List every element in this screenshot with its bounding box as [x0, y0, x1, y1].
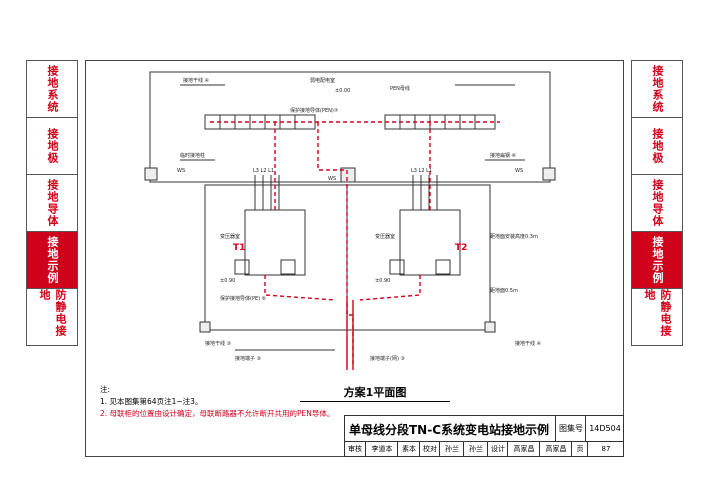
designer-signature: 高家昌: [539, 441, 572, 456]
title-block: 单母线分段TN-C系统变电站接地示例 图集号 14D504 审核 李道本 素本 …: [344, 415, 624, 457]
transformer-neutral-link: [264, 275, 421, 301]
review-label: 审核: [348, 444, 362, 453]
notes-head: 注:: [100, 385, 111, 394]
page-label: 页: [571, 441, 588, 456]
reviewer-name: 李道本: [365, 441, 398, 456]
page-number: 87: [587, 441, 624, 456]
reviewer-signature: 素本: [397, 441, 420, 456]
note-2: 2. 母联柜的位置由设计确定，母联断路器不允许断开共用的PEN导体。: [100, 409, 335, 418]
label-phases-left: L3 L2 L1: [253, 168, 274, 174]
label-ws-left: WS: [177, 168, 185, 174]
atlas-number-label: 图集号: [555, 416, 586, 441]
label-transformer-room-right: 变压器室: [375, 233, 395, 240]
transformer-t2: [399, 209, 461, 276]
tab-grounding-system-right[interactable]: 接地系统: [632, 61, 682, 118]
label-elevation-zero: ±0.00: [335, 88, 350, 94]
tab-antistatic-grounding[interactable]: 防静电接地: [38, 289, 67, 337]
proofreader-signature: 孙兰: [463, 441, 488, 456]
atlas-number: 14D504: [585, 416, 624, 441]
tab-antistatic-grounding-right[interactable]: 防静电接地: [643, 289, 672, 337]
substation-plan-drawing: 接地干线 ④ 弱电配电室 ±0.00 PEN母线 保护接地导体(PEN)⑦ L3…: [144, 71, 556, 370]
label-ground-terminal: 接地端子 ③: [235, 355, 261, 362]
label-t2: T2: [455, 243, 467, 253]
label-pen-bus: PEN母线: [390, 85, 410, 92]
label-ground-trunk-right: 接地干线 ④: [515, 340, 542, 347]
label-phases-right: L3 L2 L1: [411, 168, 432, 174]
pen-drops: [274, 122, 431, 210]
note-1: 1. 见本图集第64页注1~注3。: [100, 397, 203, 406]
label-pe-conductor: 保护接地导体(PE) ⑥: [220, 295, 267, 302]
tab-grounding-conductor[interactable]: 接地导体: [27, 175, 77, 232]
label-ws-right: WS: [515, 168, 523, 174]
label-pen-conductor: 保护接地导体(PEN)⑦: [290, 107, 339, 114]
label-elev-left: ±0.90: [220, 278, 235, 284]
label-ground-net-terminal: 接地端子(网) ③: [370, 355, 405, 362]
tab-grounding-example-right[interactable]: 接地示例: [632, 232, 682, 289]
right-chapter-tabs: 接地系统 接地极 接地导体 接地示例 防静电接地: [631, 60, 683, 346]
label-elev-right: ±0.90: [375, 278, 390, 284]
tab-grounding-example[interactable]: 接地示例: [27, 232, 77, 289]
proofreader-name: 孙兰: [439, 441, 464, 456]
label-ground-flat-steel: 接地扁钢 ④: [490, 152, 517, 159]
column: [340, 167, 356, 183]
drawing-caption: 方案1平面图: [300, 384, 450, 402]
left-chapter-tabs: 接地系统 接地极 接地导体 接地示例 防静电接地: [26, 60, 78, 346]
label-temp-ground: 临时接地柱: [180, 152, 205, 159]
label-height-05m: 距地面0.5m: [490, 287, 518, 294]
label-ground-trunk: 接地干线 ④: [183, 77, 210, 84]
notes-block: 注: 1. 见本图集第64页注1~注3。 2. 母联柜的位置由设计确定，母联断路…: [100, 384, 334, 420]
design-label: 设计: [487, 441, 508, 456]
pen-riser: [346, 300, 354, 370]
tab-grounding-system[interactable]: 接地系统: [27, 61, 77, 118]
pen-conductor-vertical: [317, 122, 354, 365]
transformer-t1: [244, 209, 306, 276]
tab-grounding-electrode[interactable]: 接地极: [27, 118, 77, 175]
proofread-label: 校对: [419, 441, 440, 456]
column: [144, 167, 158, 181]
designer-name: 高家昌: [507, 441, 540, 456]
drawing-title: 单母线分段TN-C系统变电站接地示例: [349, 423, 550, 437]
column: [542, 167, 556, 181]
label-t1: T1: [233, 243, 245, 253]
label-ground-trunk-bottom: 接地干线 ③: [205, 340, 231, 347]
tab-grounding-electrode-right[interactable]: 接地极: [632, 118, 682, 175]
tab-grounding-conductor-right[interactable]: 接地导体: [632, 175, 682, 232]
label-transformer-room-left: 变压器室: [220, 233, 240, 240]
column: [484, 321, 496, 333]
column: [199, 321, 211, 333]
label-weak-room: 弱电配电室: [310, 77, 335, 84]
label-height-03m: 距地面安装高度0.3m: [490, 233, 538, 240]
label-ws-mid: WS: [328, 176, 336, 182]
